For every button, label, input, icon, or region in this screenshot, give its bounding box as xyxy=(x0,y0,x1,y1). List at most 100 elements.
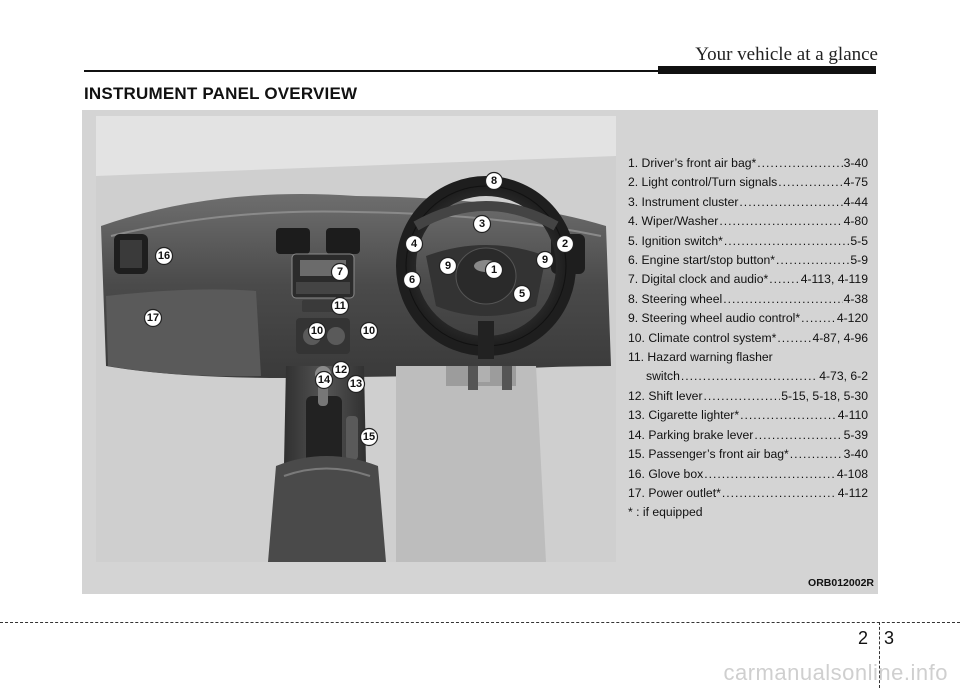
callout-1: 1 xyxy=(484,260,504,280)
legend-item: 6. Engine start/stop button* 5-9 xyxy=(628,251,868,270)
callout-6: 6 xyxy=(402,270,422,290)
leader-dots xyxy=(704,465,836,484)
legend-item-label: 4. Wiper/Washer xyxy=(628,214,719,229)
leader-dots xyxy=(801,309,836,328)
legend-item: 16. Glove box4-108 xyxy=(628,465,868,484)
leader-dots xyxy=(739,193,842,212)
legend-item-label: 12. Shift lever xyxy=(628,388,703,403)
legend-item-label: 16. Glove box xyxy=(628,466,704,481)
legend-item: 1. Driver’s front air bag*3-40 xyxy=(628,154,868,173)
footer-divider xyxy=(879,622,880,688)
callout-16: 16 xyxy=(154,246,174,266)
callout-13: 13 xyxy=(346,374,366,394)
legend-item-page: 4-44 xyxy=(843,194,868,209)
legend-item-label: 1. Driver’s front air bag* xyxy=(628,156,757,170)
callout-circle xyxy=(331,360,351,380)
callout-17: 17 xyxy=(143,308,163,328)
callout-number: 16 xyxy=(158,250,170,262)
legend-item: 10. Climate control system*4-87, 4-96 xyxy=(628,329,868,348)
chapter-number: 2 xyxy=(858,628,869,648)
footer-rule xyxy=(0,622,960,623)
callout-circle xyxy=(143,308,163,328)
callout-3: 3 xyxy=(472,214,492,234)
callout-12: 12 xyxy=(331,360,351,380)
legend-item-label: 13. Cigarette lighter* xyxy=(628,408,740,423)
callout-number: 9 xyxy=(542,254,548,266)
callout-number: 8 xyxy=(491,175,497,187)
callout-number: 13 xyxy=(350,378,362,390)
legend-item-label: 3. Instrument cluster xyxy=(628,194,739,209)
callout-number: 4 xyxy=(411,238,418,250)
callout-2: 2 xyxy=(555,234,575,254)
callout-circle xyxy=(402,270,422,290)
leader-dots xyxy=(778,173,842,192)
legend-item-page: 4-110 xyxy=(837,408,868,423)
legend-item-label: 2. Light control/Turn signals xyxy=(628,175,778,190)
legend-item: 7. Digital clock and audio*4-113, 4-119 xyxy=(628,270,868,289)
callout-number: 15 xyxy=(363,431,375,443)
legend-item: 9. Steering wheel audio control* 4-120 xyxy=(628,309,868,328)
callout-4: 4 xyxy=(404,234,424,254)
callout-number: 3 xyxy=(479,218,485,230)
legend-item: 5. Ignition switch*5-5 xyxy=(628,232,868,251)
watermark: carmanualsonline.info xyxy=(723,660,948,685)
callout-circle xyxy=(154,246,174,266)
callout-circle xyxy=(484,171,504,191)
legend-item: 4. Wiper/Washer 4-80 xyxy=(628,212,868,231)
legend-item-page: 4-87, 4-96 xyxy=(812,330,868,345)
legend-item-page: 4-38 xyxy=(843,291,868,306)
legend-list: 1. Driver’s front air bag*3-402. Light c… xyxy=(628,154,868,523)
callout-number: 6 xyxy=(409,274,415,286)
leader-dots xyxy=(723,290,842,309)
image-code: ORB012002R xyxy=(808,577,874,589)
callout-circle xyxy=(484,260,504,280)
legend-item-page: 4-73, 6-2 xyxy=(819,369,868,384)
leader-dots xyxy=(790,445,843,464)
legend-item-label: 8. Steering wheel xyxy=(628,291,723,306)
callout-5: 5 xyxy=(512,284,532,304)
leader-dots xyxy=(681,367,818,386)
callout-circle xyxy=(472,214,492,234)
callout-10: 10 xyxy=(307,321,327,341)
legend-item-label: 5. Ignition switch* xyxy=(628,233,723,248)
callout-number: 12 xyxy=(335,364,347,376)
leader-dots xyxy=(719,212,842,231)
legend-item: 11. Hazard warning flasher xyxy=(628,348,868,367)
callout-circle xyxy=(314,370,334,390)
callout-10: 10 xyxy=(359,321,379,341)
legend-item-page: 4-120 xyxy=(836,311,868,326)
callout-number: 10 xyxy=(363,325,375,337)
callout-14: 14 xyxy=(314,370,334,390)
legend-item: 15. Passenger’s front air bag*3-40 xyxy=(628,445,868,464)
callout-circle xyxy=(330,262,350,282)
callout-number: 14 xyxy=(318,374,331,386)
legend-item-label: 17. Power outlet* xyxy=(628,485,721,500)
legend-item: 12. Shift lever5-15, 5-18, 5-30 xyxy=(628,387,868,406)
legend-item-page: 4-75 xyxy=(843,175,868,190)
legend-item-page: 5-39 xyxy=(843,427,868,442)
legend-item-label: 6. Engine start/stop button* xyxy=(628,253,776,268)
legend-item-page: 4-80 xyxy=(843,214,868,229)
callout-number: 10 xyxy=(311,325,323,337)
legend-item: 2. Light control/Turn signals 4-75 xyxy=(628,173,868,192)
callout-number: 7 xyxy=(337,266,343,278)
leader-dots xyxy=(776,251,849,270)
legend-item-label: 9. Steering wheel audio control* xyxy=(628,311,801,326)
footnote: * : if equipped xyxy=(628,505,703,520)
leader-dots xyxy=(724,232,850,251)
callout-15: 15 xyxy=(359,427,379,447)
leader-dots xyxy=(754,426,842,445)
legend-item: 14. Parking brake lever5-39 xyxy=(628,426,868,445)
legend-item-label-cont: switch xyxy=(646,369,680,384)
callout-circle xyxy=(512,284,532,304)
leader-dots xyxy=(704,387,781,406)
header-tab-bar xyxy=(658,66,876,74)
callout-number: 1 xyxy=(491,264,497,276)
callout-circle xyxy=(359,427,379,447)
legend-item-page: 3-40 xyxy=(843,447,868,462)
callout-9: 9 xyxy=(438,256,458,276)
header-rule xyxy=(84,70,876,72)
legend-item-page: 5-9 xyxy=(850,253,868,268)
